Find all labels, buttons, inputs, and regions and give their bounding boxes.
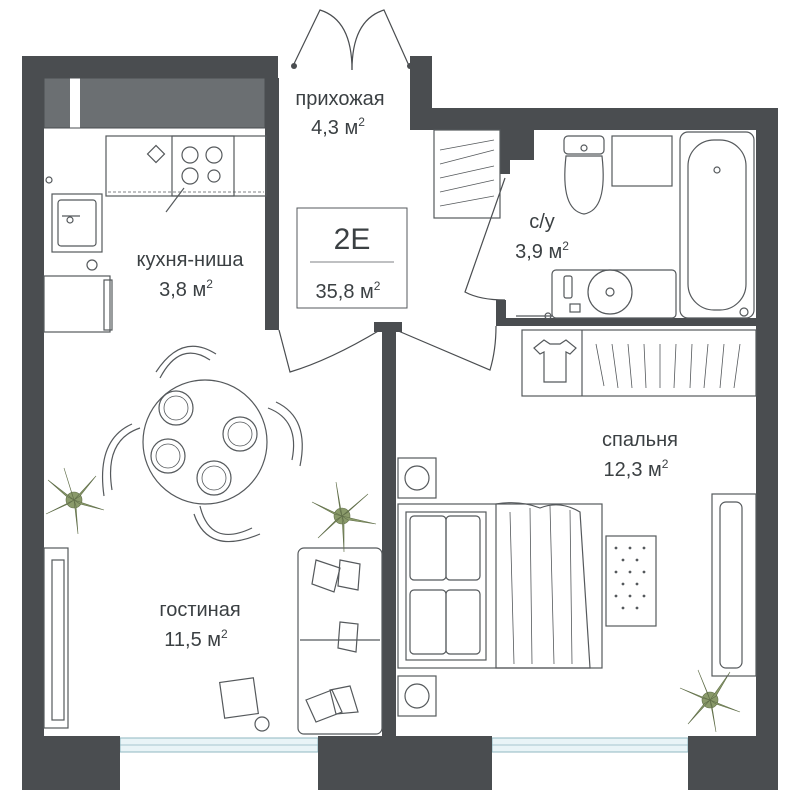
room-label-bathroom: с/у 3,9 м2 xyxy=(515,211,569,263)
entrance-door xyxy=(291,9,353,71)
rug-icon xyxy=(605,535,657,627)
bedroom-door xyxy=(395,325,497,371)
toilet-icon xyxy=(563,135,605,215)
room-name: прихожая xyxy=(295,88,384,110)
room-area: 3,9 м2 xyxy=(515,239,569,263)
room-label-bedroom: спальня 12,3 м2 xyxy=(602,429,678,481)
room-name: с/у xyxy=(529,211,555,233)
fridge-icon xyxy=(43,275,111,333)
room-name: спальня xyxy=(602,429,678,451)
room-area: 12,3 м2 xyxy=(604,457,669,481)
plant-icon xyxy=(45,467,105,535)
plant-icon xyxy=(679,669,741,733)
dining-table-icon xyxy=(101,345,303,543)
bedroom-wardrobe-icon xyxy=(521,329,757,397)
dresser-icon xyxy=(711,493,757,677)
walls xyxy=(22,56,778,790)
room-label-living: гостиная 11,5 м2 xyxy=(159,599,240,651)
sofa-icon xyxy=(297,547,383,735)
unit-info-box: 2E 35,8 м2 xyxy=(296,207,408,309)
washbasin-icon xyxy=(516,269,677,320)
wardrobe-icon xyxy=(433,129,501,219)
nightstand-icon xyxy=(397,457,437,717)
bathroom-door xyxy=(464,177,506,301)
tv-unit-icon xyxy=(43,547,69,729)
total-area: 35,8 м2 xyxy=(316,279,381,303)
washing-machine-icon xyxy=(611,135,673,187)
bathtub-icon xyxy=(679,131,755,319)
room-label-kitchen: кухня-ниша 3,8 м2 xyxy=(137,249,245,301)
sink-icon xyxy=(51,193,103,253)
plant-icon xyxy=(311,481,377,553)
room-area: 4,3 м2 xyxy=(311,115,365,139)
room-name: кухня-ниша xyxy=(137,249,245,271)
hall-door xyxy=(278,329,381,373)
bed-icon xyxy=(397,502,603,669)
unit-code: 2E xyxy=(334,223,371,256)
room-area: 11,5 м2 xyxy=(164,627,228,651)
hob-icon xyxy=(171,135,235,197)
kitchen-furniture xyxy=(43,135,267,333)
doors xyxy=(278,9,506,373)
room-label-hallway: прихожая 4,3 м2 xyxy=(295,88,384,139)
side-table-icon xyxy=(218,677,270,732)
room-area: 3,8 м2 xyxy=(159,277,213,301)
room-name: гостиная xyxy=(159,599,240,621)
